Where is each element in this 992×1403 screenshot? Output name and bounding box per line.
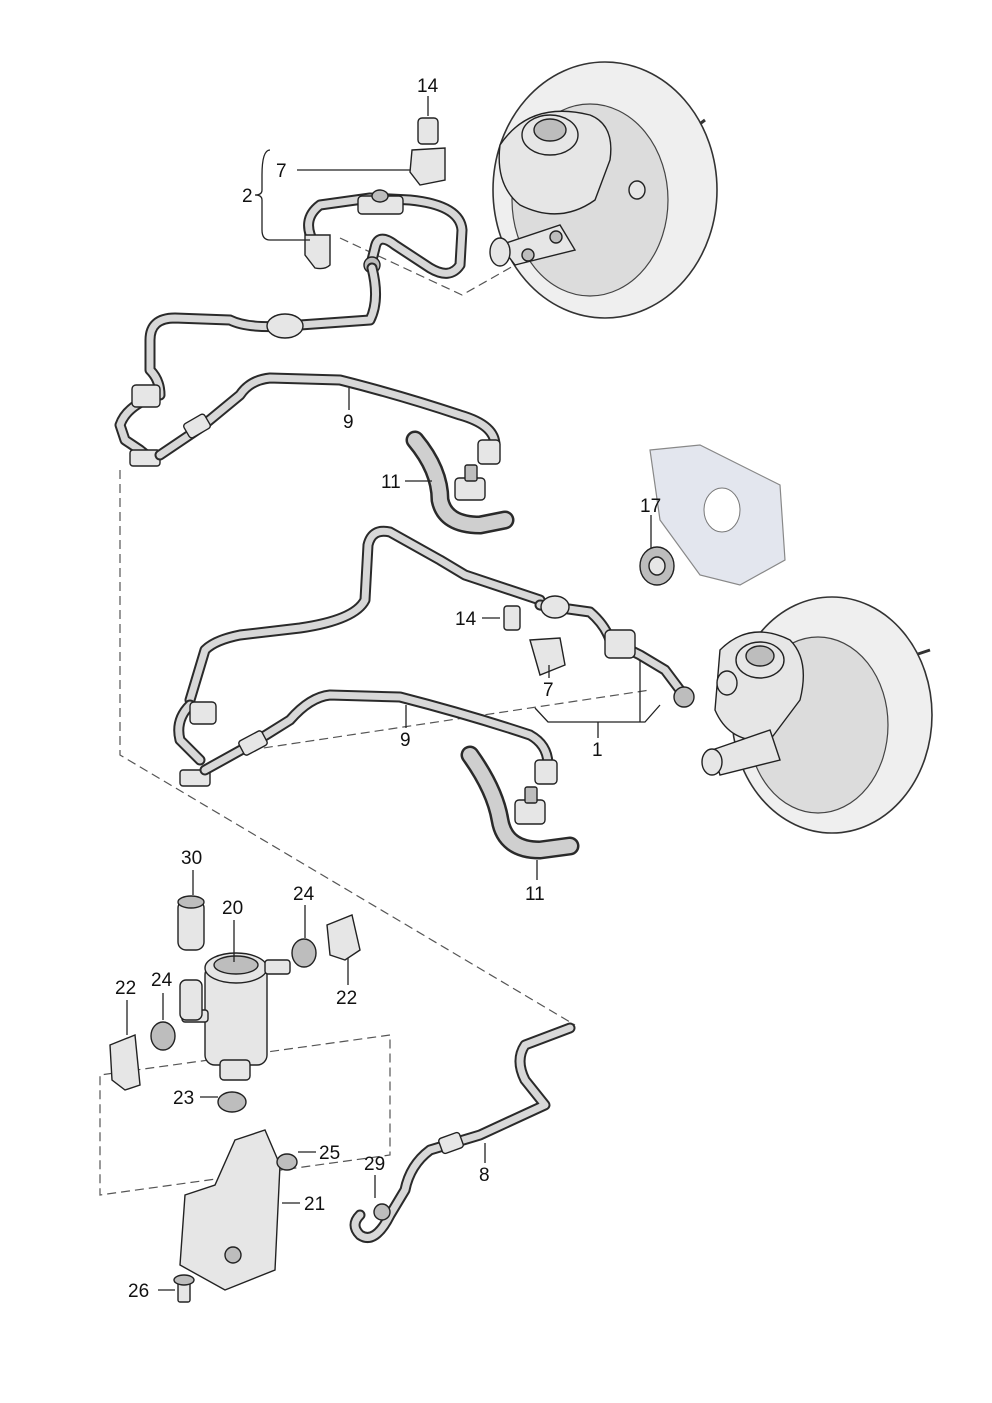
vacuum-hose-9-upper xyxy=(154,372,501,465)
vacuum-sensor-cap-top xyxy=(409,117,446,186)
brake-booster-lower xyxy=(701,596,933,834)
callout-29: 29 xyxy=(364,1154,385,1175)
vacuum-hose-lower-left xyxy=(173,699,217,787)
callout-24-left: 24 xyxy=(151,970,173,991)
vacuum-line-assembly-upper xyxy=(303,189,468,279)
hose-11-lower xyxy=(460,745,580,860)
callout-17: 17 xyxy=(640,496,661,517)
vacuum-line-assembly-lower xyxy=(184,525,695,708)
callout-7-lower: 7 xyxy=(543,680,554,701)
callout-22-left: 22 xyxy=(115,978,136,999)
callout-1: 1 xyxy=(592,740,603,761)
dashed-assembly-lines xyxy=(99,199,651,1196)
callout-21: 21 xyxy=(304,1194,325,1215)
callout-8: 8 xyxy=(479,1165,490,1186)
callout-7-top: 7 xyxy=(276,161,287,182)
brake-booster-upper xyxy=(489,61,718,319)
callout-26: 26 xyxy=(128,1281,149,1302)
vacuum-hose-8 xyxy=(349,1022,576,1243)
callout-30: 30 xyxy=(181,848,202,869)
callout-11-upper: 11 xyxy=(381,472,401,493)
callout-2: 2 xyxy=(242,186,253,207)
callout-20: 20 xyxy=(222,898,243,919)
leader-lines xyxy=(126,96,661,1291)
callout-14-top: 14 xyxy=(417,76,439,97)
callout-25: 25 xyxy=(319,1143,340,1164)
callout-24-right: 24 xyxy=(293,884,315,905)
callout-9-lower: 9 xyxy=(400,730,411,751)
hose-11-upper xyxy=(405,430,515,535)
callout-23: 23 xyxy=(173,1088,194,1109)
callout-14-lower: 14 xyxy=(455,609,477,630)
callout-9-upper: 9 xyxy=(343,412,354,433)
vacuum-hose-9-lower xyxy=(199,689,558,785)
vacuum-pump-group xyxy=(109,895,361,1303)
body-panel-detail xyxy=(639,444,786,586)
vacuum-hose-upper-route xyxy=(114,262,381,467)
callout-labels: 14 7 2 9 11 17 14 7 9 1 30 11 20 24 24 2… xyxy=(115,76,661,1302)
callout-11-lower: 11 xyxy=(525,884,545,905)
callout-22-right: 22 xyxy=(336,988,357,1009)
